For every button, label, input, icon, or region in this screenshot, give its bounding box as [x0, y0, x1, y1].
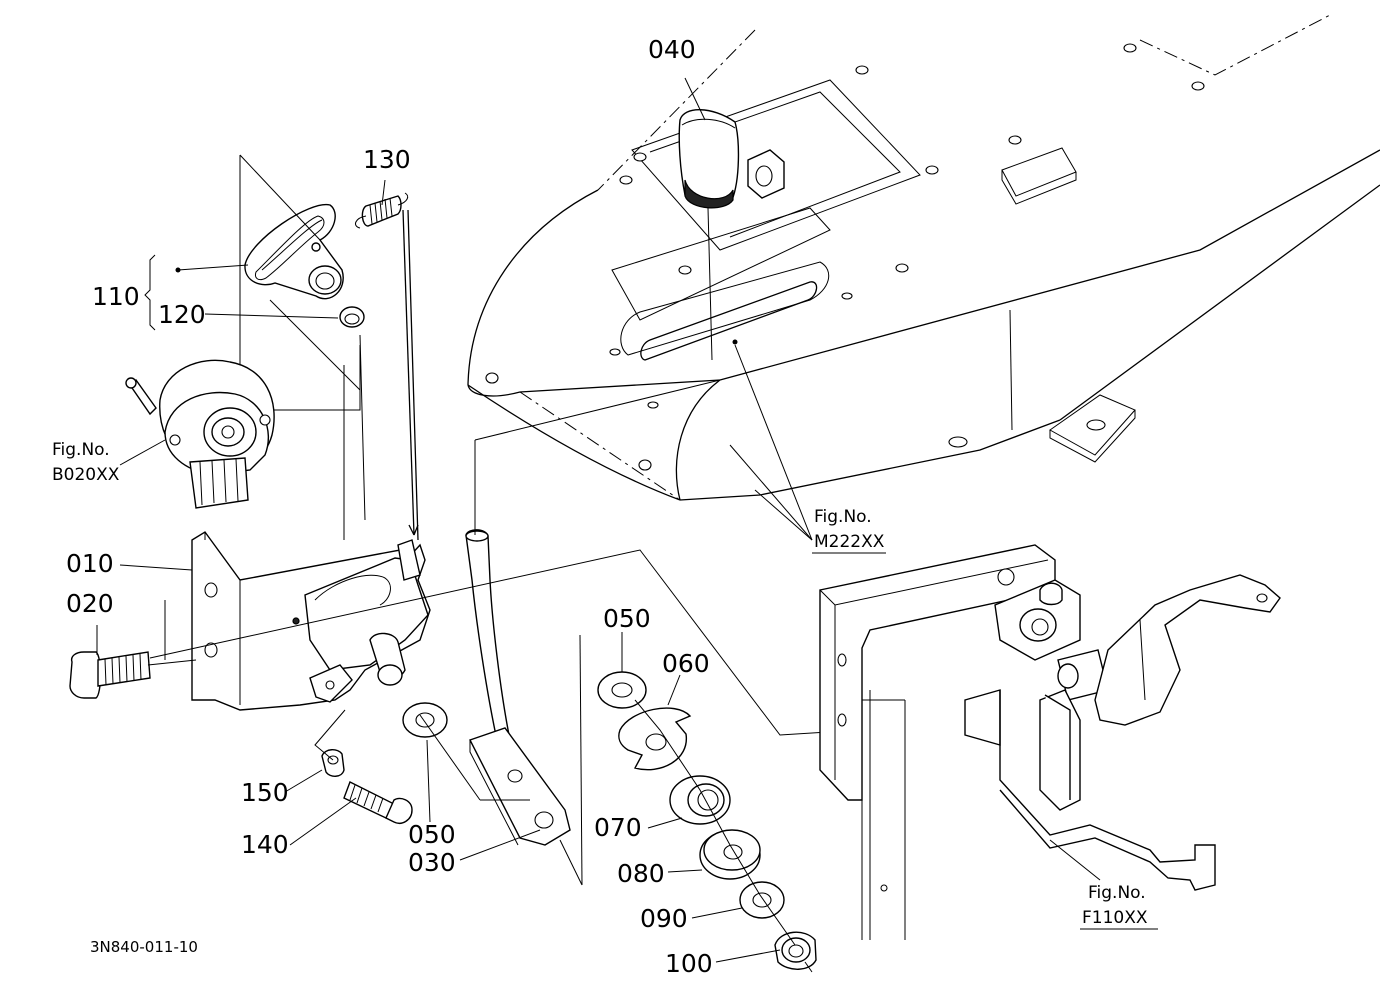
callout-120: 120	[158, 300, 206, 329]
callout-080: 080	[617, 859, 665, 888]
callout-050-right: 050	[603, 604, 651, 633]
washer-050-right	[597, 671, 647, 709]
leader-lines	[96, 77, 1101, 963]
lever-030	[419, 379, 721, 846]
collar-080	[699, 829, 761, 880]
bushing-070	[669, 775, 731, 825]
callout-070: 070	[594, 813, 642, 842]
callout-040: 040	[648, 35, 696, 64]
callout-060: 060	[662, 649, 710, 678]
washer-050-left	[402, 702, 448, 738]
ref-b020-line1: Fig.No.	[52, 440, 110, 460]
callout-130: 130	[363, 145, 411, 174]
plate-060	[618, 707, 692, 771]
ref-m222-line2: M222XX	[814, 532, 885, 552]
ref-f110-line1: Fig.No.	[1088, 883, 1146, 903]
callout-020: 020	[66, 589, 114, 618]
callout-010: 010	[66, 549, 114, 578]
callout-110: 110	[92, 282, 140, 311]
callout-090: 090	[640, 904, 688, 933]
drawing-code: 3N840-011-10	[90, 938, 198, 956]
bracket-010	[191, 531, 431, 711]
ref-f110-line2: F110XX	[1082, 908, 1148, 928]
ref-m222-line1: Fig.No.	[814, 507, 872, 527]
bolt-140-nut-150	[314, 709, 413, 824]
console-panel	[467, 14, 1380, 501]
nut-100	[774, 931, 817, 973]
stack-guide-line	[579, 634, 583, 886]
motor-b020	[125, 359, 275, 509]
callout-140: 140	[241, 830, 289, 859]
bolt-020	[69, 651, 197, 699]
frame-f110	[819, 544, 1281, 940]
washer-090	[739, 881, 785, 919]
callout-100: 100	[665, 949, 713, 978]
callout-030: 030	[408, 848, 456, 877]
knob-040	[678, 109, 740, 361]
callout-150: 150	[241, 778, 289, 807]
callout-050-left: 050	[408, 820, 456, 849]
ref-b020-line2: B020XX	[52, 465, 120, 485]
plate-assembly-110	[239, 154, 419, 541]
